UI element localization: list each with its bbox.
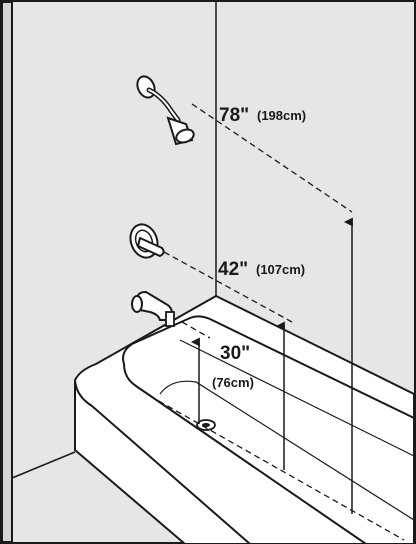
tub-spout-icon <box>131 290 175 327</box>
shower-head-guide-line <box>191 103 353 213</box>
shower-head-height-metric: (198cm) <box>257 108 306 123</box>
valve-height-imperial: 42" <box>218 259 248 280</box>
tub-front-lip <box>74 379 251 544</box>
left-wall <box>1 1 13 543</box>
spout-guide-line <box>181 321 211 339</box>
left-wall-floor-edge <box>11 451 76 479</box>
spout-height-imperial: 30" <box>220 343 250 364</box>
valve-guide-line <box>163 251 293 323</box>
spout-height-metric: (76cm) <box>212 375 254 390</box>
valve-handle-icon <box>129 223 165 259</box>
svg-text:42" (107cm): 42" (107cm) <box>218 259 305 280</box>
shower-head-height-imperial: 78" <box>219 105 249 126</box>
tub-basin-rim <box>122 315 415 544</box>
floor-reference-line <box>149 395 405 541</box>
shower-head-icon <box>136 75 195 146</box>
tub-basin-back-edge <box>179 339 415 457</box>
tub-basin-floor <box>159 380 415 521</box>
valve-height-metric: (107cm) <box>256 262 305 277</box>
drain-icon <box>196 419 216 431</box>
svg-text:78" (198cm): 78" (198cm) <box>219 105 306 126</box>
